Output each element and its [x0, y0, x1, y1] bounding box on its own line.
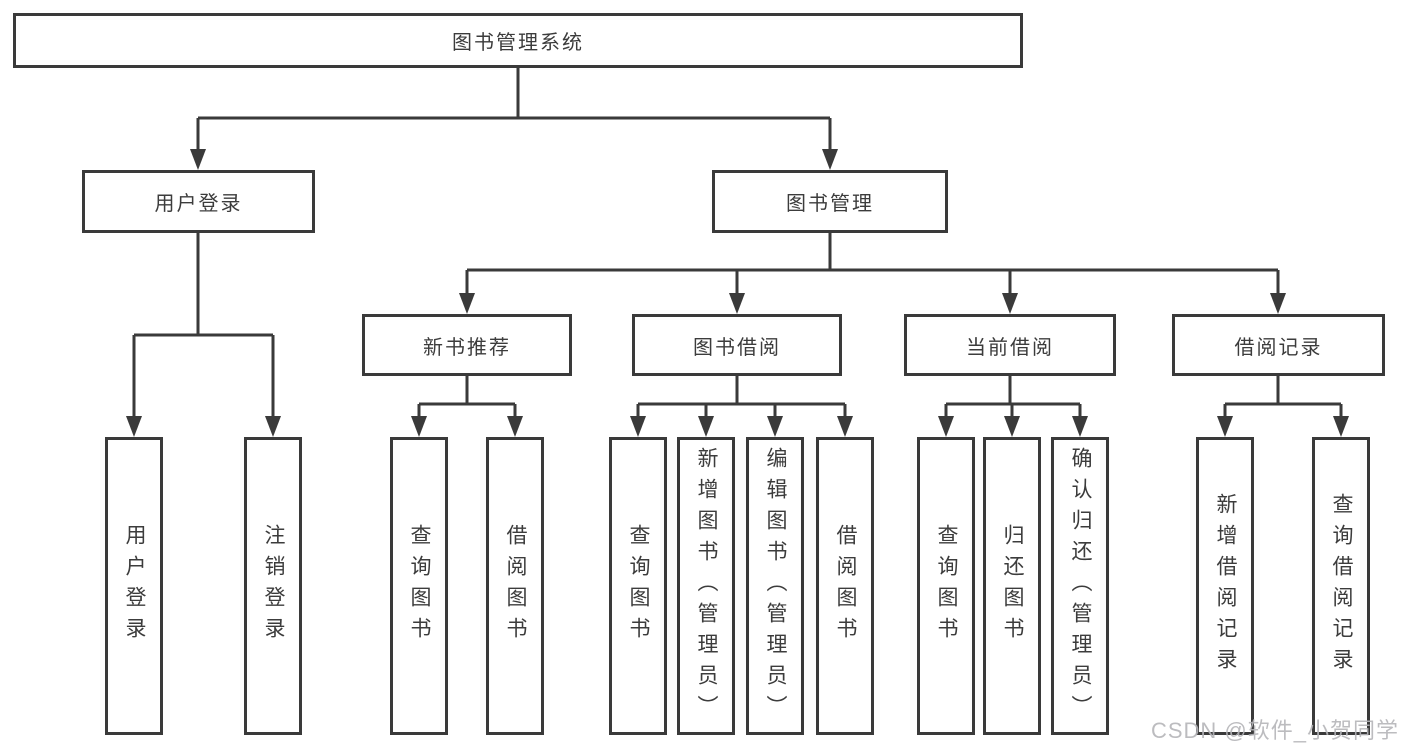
- leaf-query-books-borrow: 查询图书: [609, 437, 667, 735]
- arrowhead-icon: [1002, 293, 1018, 314]
- arrowhead-icon: [411, 416, 427, 437]
- arrowhead-icon: [698, 416, 714, 437]
- arrowhead-icon: [938, 416, 954, 437]
- leaf-query-books-current: 查询图书: [917, 437, 975, 735]
- arrowhead-icon: [729, 293, 745, 314]
- arrowhead-icon: [837, 416, 853, 437]
- arrowhead-icon: [1072, 416, 1088, 437]
- leaf-user-login: 用户登录: [105, 437, 163, 735]
- leaf-borrow-books-recommend: 借阅图书: [486, 437, 544, 735]
- arrowhead-icon: [822, 149, 838, 170]
- leaf-query-books-recommend: 查询图书: [390, 437, 448, 735]
- arrowhead-icon: [767, 416, 783, 437]
- node-root: 图书管理系统: [13, 13, 1023, 68]
- node-new-book-recommend: 新书推荐: [362, 314, 572, 376]
- leaf-return-books: 归还图书: [983, 437, 1041, 735]
- arrowhead-icon: [265, 416, 281, 437]
- arrowhead-icon: [1217, 416, 1233, 437]
- leaf-query-borrow-record: 查询借阅记录: [1312, 437, 1370, 735]
- leaf-add-books-admin: 新增图书（管理员）: [677, 437, 735, 735]
- arrowhead-icon: [1004, 416, 1020, 437]
- arrowheads: [126, 149, 1349, 437]
- arrowhead-icon: [190, 149, 206, 170]
- node-user-login: 用户登录: [82, 170, 315, 233]
- node-current-borrow: 当前借阅: [904, 314, 1116, 376]
- arrowhead-icon: [507, 416, 523, 437]
- leaf-edit-books-admin: 编辑图书（管理员）: [746, 437, 804, 735]
- connector-path: [132, 68, 1343, 419]
- leaf-borrow-books: 借阅图书: [816, 437, 874, 735]
- leaf-add-borrow-record: 新增借阅记录: [1196, 437, 1254, 735]
- arrowhead-icon: [1333, 416, 1349, 437]
- leaf-confirm-return-admin: 确认归还（管理员）: [1051, 437, 1109, 735]
- arrowhead-icon: [126, 416, 142, 437]
- node-book-management: 图书管理: [712, 170, 948, 233]
- node-borrow-records: 借阅记录: [1172, 314, 1385, 376]
- arrowhead-icon: [1270, 293, 1286, 314]
- arrowhead-icon: [459, 293, 475, 314]
- arrowhead-icon: [630, 416, 646, 437]
- node-book-borrow: 图书借阅: [632, 314, 842, 376]
- leaf-logout: 注销登录: [244, 437, 302, 735]
